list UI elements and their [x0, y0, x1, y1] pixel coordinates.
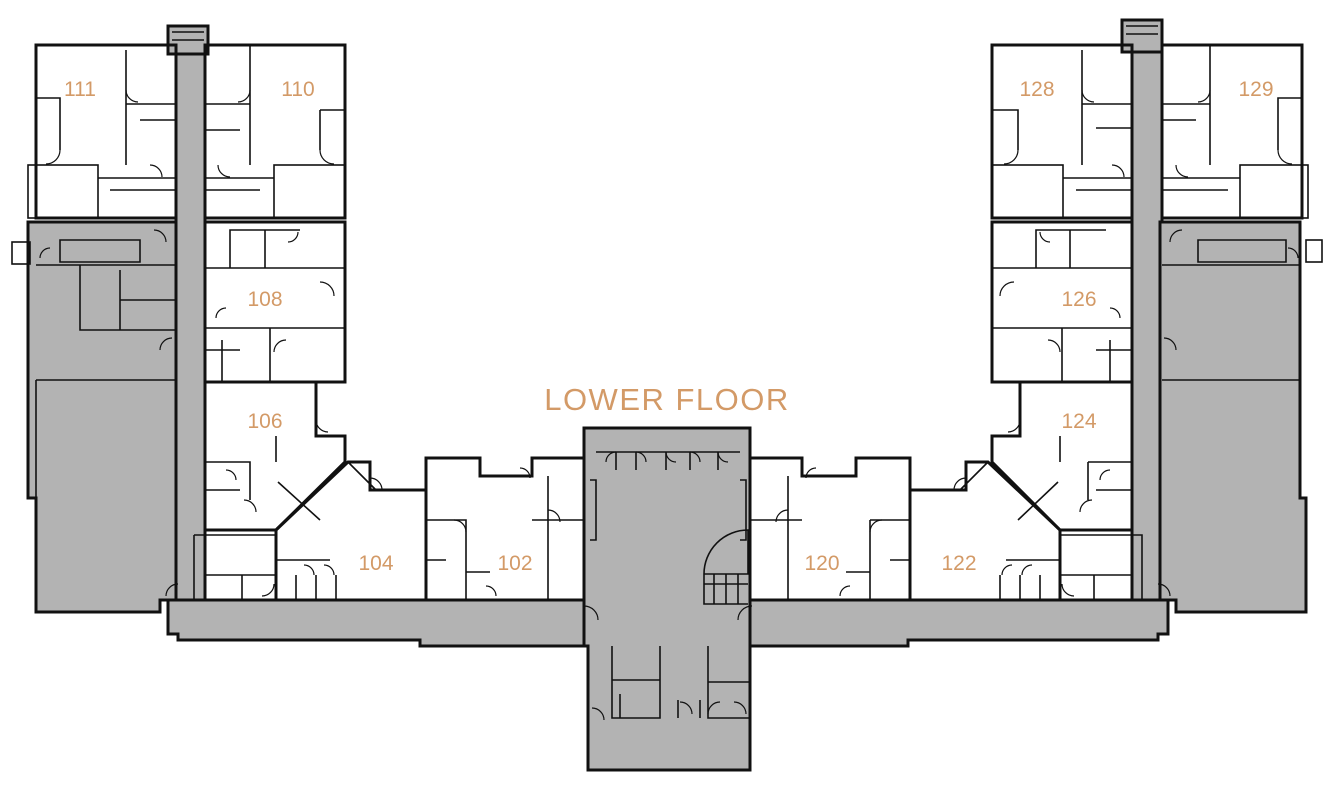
unit-label-110: 110	[281, 78, 314, 101]
unit-label-126: 126	[1061, 288, 1096, 311]
unit-label-106: 106	[247, 410, 282, 433]
unit-label-104: 104	[358, 552, 393, 575]
unit-label-122: 122	[941, 552, 976, 575]
left-wing-units	[11, 43, 586, 602]
bottom-corridor-right	[748, 598, 1170, 648]
right-stair-tower	[1120, 18, 1164, 54]
unit-label-120: 120	[804, 552, 839, 575]
unit-label-124: 124	[1061, 410, 1096, 433]
bottom-corridor-left	[166, 598, 586, 648]
unit-label-129: 129	[1238, 78, 1273, 101]
unit-label-108: 108	[247, 288, 282, 311]
unit-label-111: 111	[64, 78, 96, 101]
floor-title: LOWER FLOOR	[544, 382, 790, 417]
unit-label-128: 128	[1019, 78, 1054, 101]
central-lobby-detail	[583, 451, 753, 721]
right-wing-common-room	[1158, 220, 1308, 614]
right-corridor	[1130, 50, 1164, 602]
left-corridor	[174, 50, 207, 602]
unit-labels: 111 110 108 106 104 102 120 122 124 126 …	[64, 78, 1273, 575]
unit-label-102: 102	[497, 552, 532, 575]
left-wing-common-room	[26, 220, 180, 614]
right-wing-units	[748, 43, 1323, 602]
